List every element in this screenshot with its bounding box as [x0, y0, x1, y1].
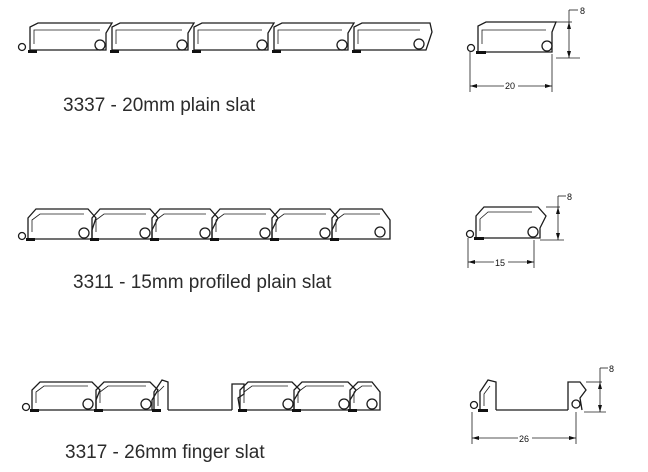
chain-3317-link-5 [348, 381, 381, 412]
caption-3311: 3311 - 15mm profiled plain slat [73, 272, 332, 293]
chain-3311-link-5 [270, 208, 339, 241]
chain-3337-link-3 [192, 22, 276, 53]
dim-height-3311: 8 [567, 192, 572, 202]
chain-3311-link-6 [330, 208, 391, 241]
chain-3317-link-2 [94, 381, 159, 412]
section-3337 [466, 9, 580, 92]
caption-3317: 3317 - 26mm finger slat [65, 442, 265, 463]
chain-3317-finger [152, 379, 245, 412]
chain-3337-link-1 [17, 22, 114, 53]
dim-width-3311: 15 [495, 258, 505, 268]
dim-width-3337: 20 [505, 81, 515, 91]
dim-height-3337: 8 [580, 6, 585, 16]
chain-3337-link-4 [272, 22, 356, 53]
section-3311 [465, 195, 566, 268]
section-3317 [469, 367, 608, 444]
dim-height-3317: 8 [609, 364, 614, 374]
caption-3337: 3337 - 20mm plain slat [63, 95, 256, 116]
chain-3337-link-5 [352, 22, 433, 53]
dim-width-3317: 26 [519, 434, 529, 444]
chain-3337-link-2 [110, 22, 196, 53]
